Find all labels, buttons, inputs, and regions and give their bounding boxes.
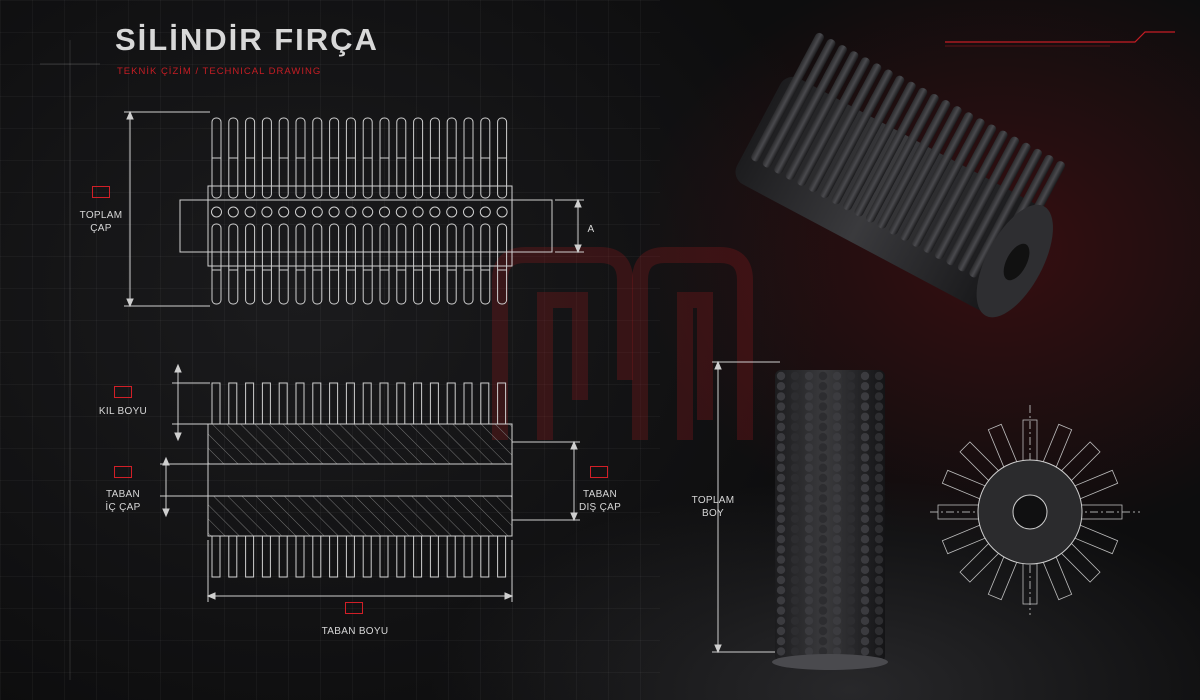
brush-render-top (735, 32, 1066, 318)
kil-boyu-label: KIL BOYU (98, 406, 148, 417)
page-subtitle: TEKNİK ÇİZİM / TECHNICAL DRAWING (117, 66, 322, 77)
toplam-cap-value-box (92, 186, 110, 198)
taban-boyu-value-box (345, 602, 363, 614)
taban-dis-cap-label: TABAN DIŞ ÇAP (578, 489, 622, 513)
taban-ic-cap-label: TABAN İÇ ÇAP (105, 489, 141, 513)
section-view-drawing (207, 382, 513, 578)
kil-boyu-value-box (114, 386, 132, 398)
taban-dis-cap-value-box (590, 466, 608, 478)
front-view-drawing (179, 117, 553, 305)
page-title: SİLİNDİR FIRÇA (115, 22, 379, 57)
toplam-cap-label: TOPLAM ÇAP (79, 210, 123, 234)
taban-ic-cap-value-box (114, 466, 132, 478)
end-view-drawing (930, 405, 1140, 615)
toplam-boy-label: TOPLAM BOY (691, 495, 735, 519)
header-accent-line (945, 31, 1175, 43)
brush-render-upright (772, 370, 888, 670)
dimension-lines (124, 110, 780, 654)
blueprint-grid (0, 0, 660, 700)
a-label: A (587, 224, 595, 235)
taban-boyu-label: TABAN BOYU (321, 626, 389, 637)
